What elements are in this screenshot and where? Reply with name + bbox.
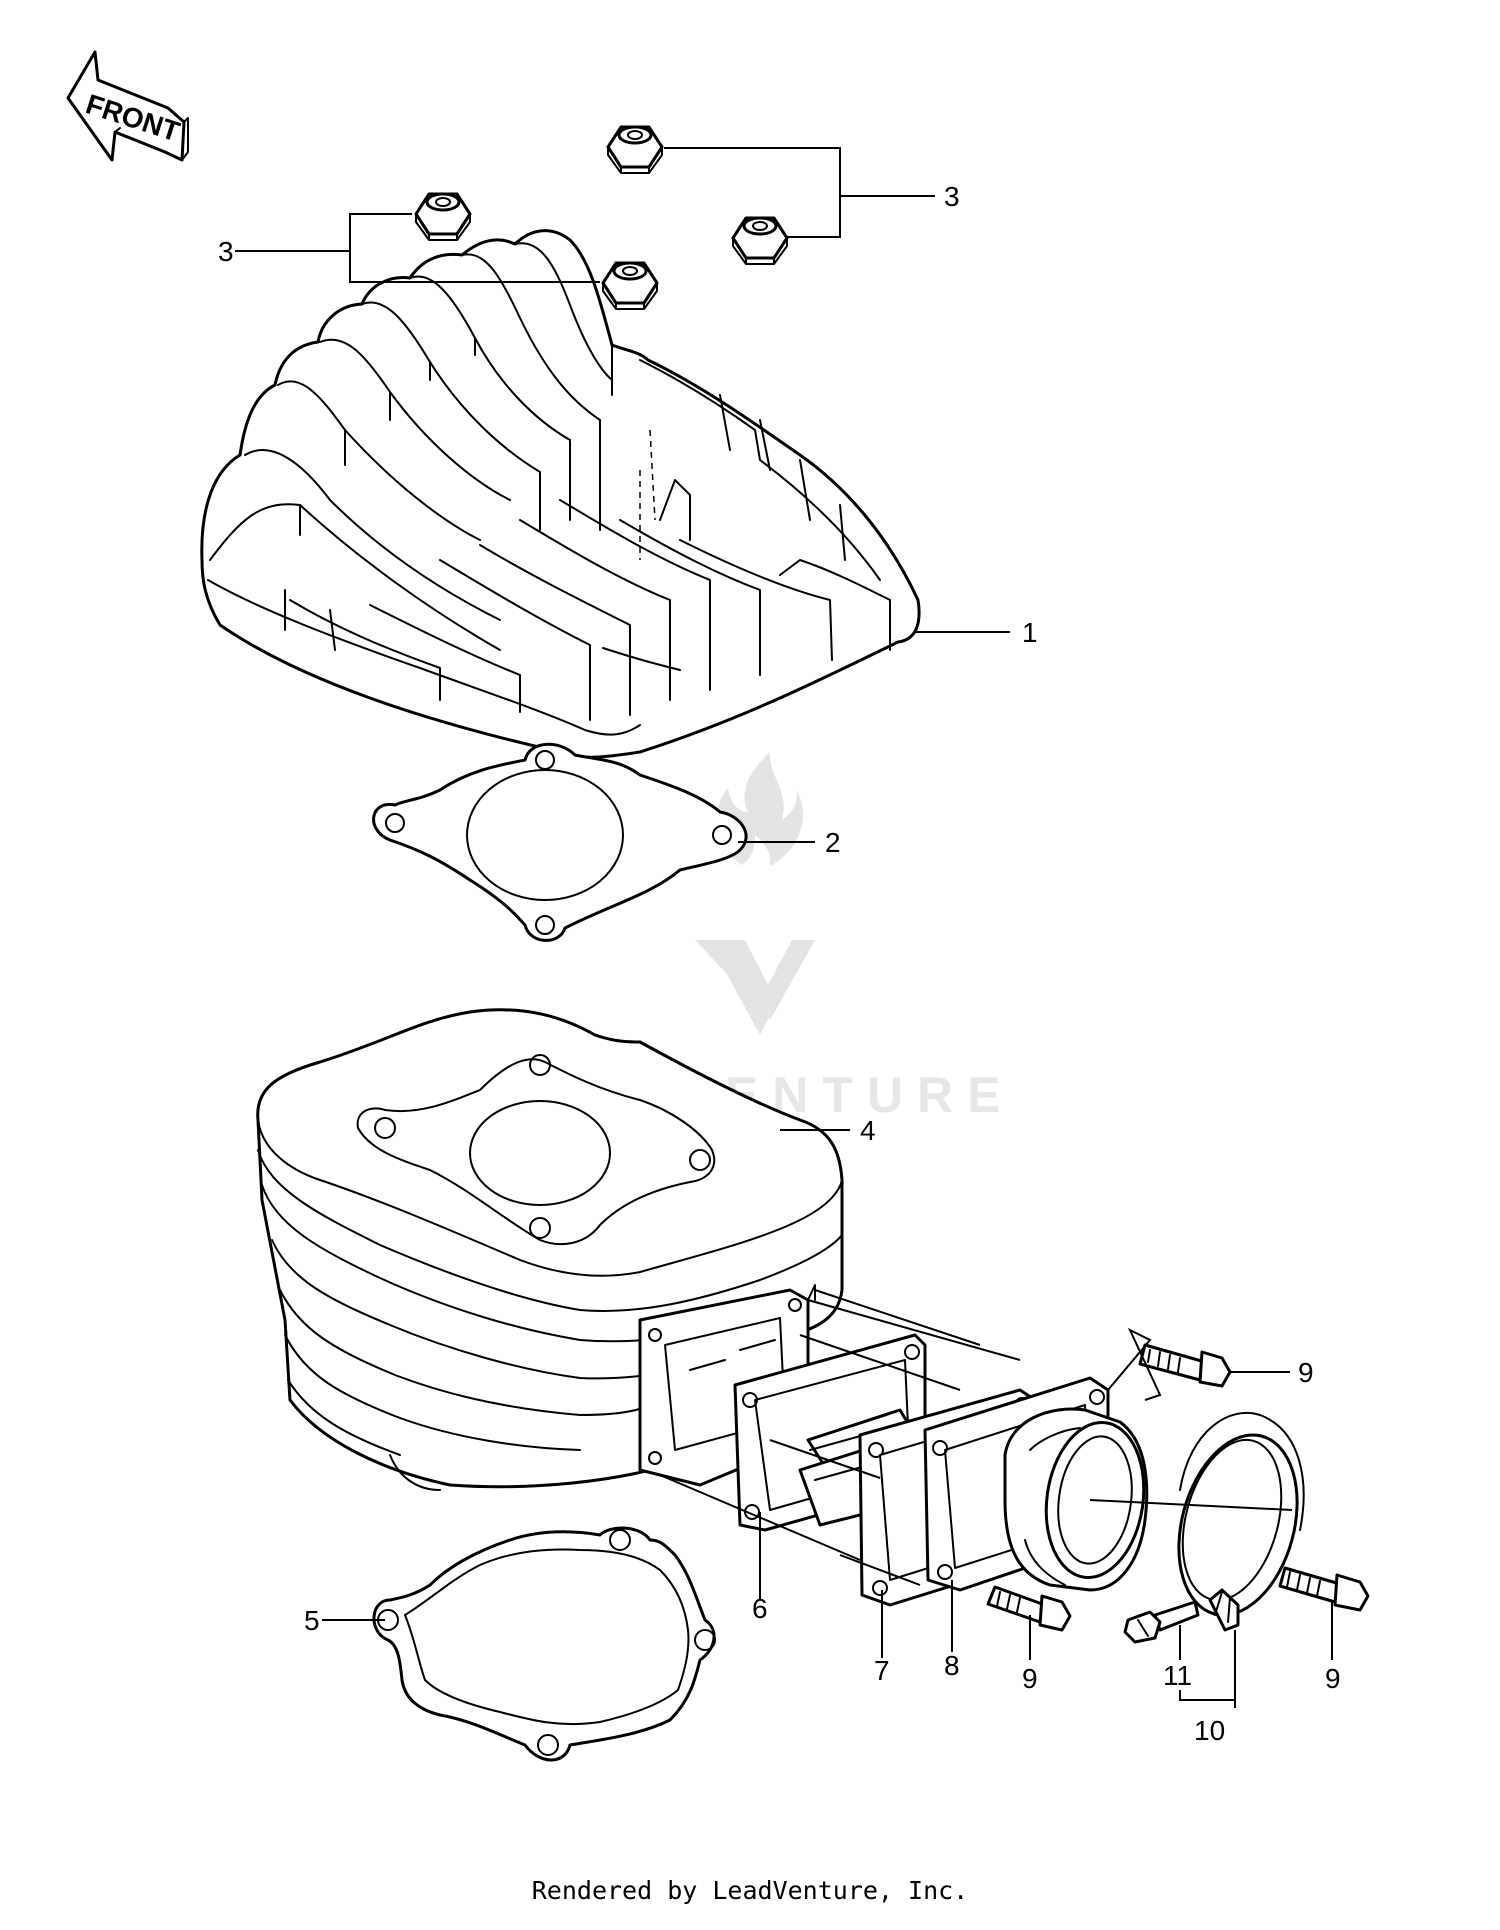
bolt-right	[1278, 1566, 1370, 1612]
callout-2: 2	[825, 827, 841, 858]
cylinder-head-body	[200, 229, 921, 759]
footer-credit: Rendered by LeadVenture, Inc.	[531, 1876, 969, 1905]
callout-4: 4	[860, 1115, 876, 1146]
callout-8: 8	[944, 1650, 960, 1681]
bolt-lower-middle	[986, 1585, 1072, 1632]
callout-9-middle: 9	[1022, 1663, 1038, 1694]
nut-upper-left	[414, 192, 472, 241]
nut-right	[731, 216, 789, 265]
leader-lines	[235, 147, 1333, 1708]
base-gasket	[372, 1526, 716, 1762]
front-arrow: FRONT	[66, 50, 189, 162]
cylinder	[256, 1008, 844, 1491]
callout-5: 5	[304, 1605, 320, 1636]
chevron-v-icon	[695, 940, 815, 1035]
clamp-screw	[1123, 1600, 1200, 1644]
front-arrow-shape	[66, 50, 186, 162]
hose-clamp	[1177, 1411, 1305, 1632]
callout-11: 11	[1163, 1660, 1192, 1691]
bolt-upper	[1138, 1343, 1232, 1388]
callout-1: 1	[1022, 617, 1038, 648]
callout-3-left: 3	[218, 236, 234, 267]
nut-top	[606, 125, 664, 174]
callout-3-right: 3	[944, 181, 960, 212]
callout-10: 10	[1194, 1715, 1225, 1746]
intake-manifold	[923, 1376, 1149, 1592]
cylinder-head	[200, 229, 921, 759]
nut-lower-left	[601, 261, 659, 310]
callout-9-upper: 9	[1298, 1357, 1314, 1388]
head-gasket	[372, 742, 748, 942]
callout-9-right: 9	[1325, 1663, 1341, 1694]
callout-7: 7	[874, 1655, 890, 1686]
callouts: 1 2 3 3 4 5 6 7 8 9 9 9 10 11	[218, 181, 1341, 1746]
front-arrow-depth	[114, 117, 189, 161]
callout-6: 6	[752, 1593, 768, 1624]
